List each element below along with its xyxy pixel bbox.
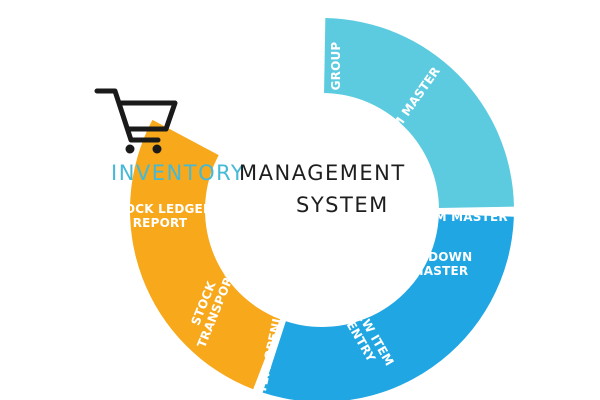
segment-label-line: STOCK LEDGER xyxy=(108,202,213,216)
segment-label-line: REPORT xyxy=(133,216,188,230)
segment-label-line: MASTER xyxy=(412,264,469,278)
page-title: INVENTORY MANAGEMENT SYSTEM xyxy=(111,161,406,217)
title-word-management: MANAGEMENT xyxy=(239,161,406,185)
shopping-cart-icon xyxy=(94,88,178,154)
title-word-system: SYSTEM xyxy=(296,193,389,217)
segment-label-line: UOM MASTER xyxy=(414,210,508,224)
segment-label-line: GODOWN xyxy=(408,250,473,264)
segment-label-1: ITEM GROUP xyxy=(329,42,343,129)
light-blue-band xyxy=(324,18,514,208)
ring-bands xyxy=(129,18,514,400)
segment-label-line: ITEM GROUP xyxy=(329,42,343,129)
mid-blue-band xyxy=(262,214,514,400)
orange-band xyxy=(129,119,281,390)
segment-label-3: UOM MASTER xyxy=(414,210,508,224)
title-word-inventory: INVENTORY xyxy=(111,161,245,185)
